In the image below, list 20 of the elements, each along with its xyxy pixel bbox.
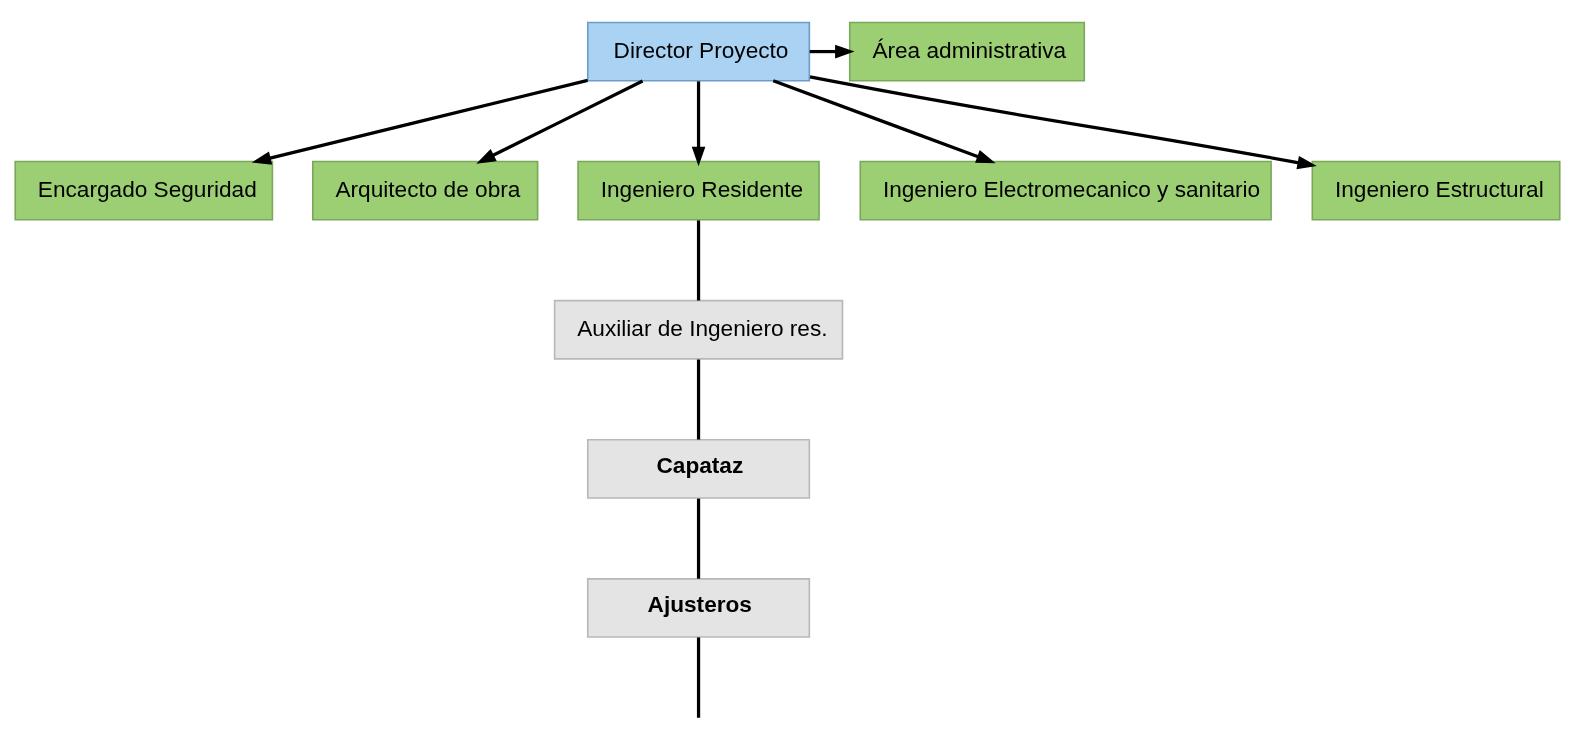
- connector: [696, 359, 701, 440]
- node-box: Ingeniero Residente: [577, 160, 820, 221]
- arrow: [809, 75, 1317, 170]
- arrow: [772, 79, 996, 164]
- node-box: Ingeniero Electromecanico y sanitario: [859, 160, 1272, 221]
- connector: [696, 498, 701, 579]
- arrow: [809, 44, 855, 59]
- node-box: Ajusteros: [586, 578, 811, 638]
- node-box: Encargado Seguridad: [14, 160, 274, 221]
- node-box: Área administrativa: [848, 21, 1086, 82]
- node-box: Director Proyecto: [586, 21, 811, 82]
- node-box: Arquitecto de obra: [312, 160, 539, 221]
- node-box: Auxiliar de Ingeniero res.: [553, 299, 844, 360]
- arrow: [476, 79, 644, 164]
- arrow: [251, 78, 588, 165]
- connector: [696, 220, 701, 301]
- connector: [696, 637, 701, 718]
- node-box: Ingeniero Estructural: [1311, 160, 1561, 221]
- arrow: [691, 81, 706, 167]
- node-box: Capataz: [586, 438, 811, 499]
